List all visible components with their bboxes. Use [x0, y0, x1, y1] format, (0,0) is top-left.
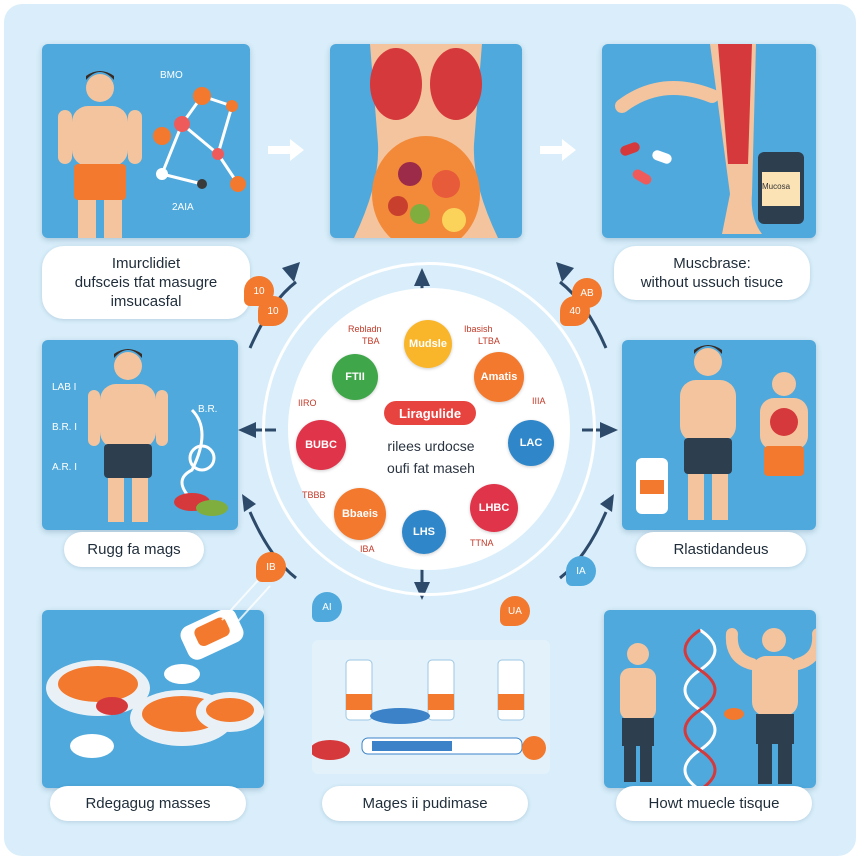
- side-mark-1: LAB I: [52, 382, 77, 393]
- molecule-label-bottom: 2AIA: [172, 202, 194, 213]
- man-with-molecule-illustration: [58, 71, 246, 238]
- panel-man-pills: LAB I B.R. I A.R. I B.R.: [42, 340, 238, 530]
- hub-mark-6: IIIA: [532, 396, 546, 406]
- side-mark-3: A.R. I: [52, 462, 78, 473]
- hub-node-lower-left-text: Bbaeis: [341, 508, 379, 520]
- hub-node-bottom: LHS: [402, 510, 446, 554]
- hub-node-upper-left: FTII: [332, 354, 378, 400]
- tablets-illustration: [46, 610, 264, 758]
- side-mark-2: B.R. I: [52, 422, 78, 433]
- tag-left-lower-a: IB: [256, 552, 286, 582]
- caption-bottom-right-text: Howt muecle tisque: [648, 795, 780, 812]
- panel-two-men: [622, 340, 816, 530]
- hub-node-left: BUBC: [296, 420, 346, 470]
- tag-right-lower-b-text: UA: [508, 605, 522, 617]
- caption-bottom-left: Rdegagug masses: [50, 786, 246, 821]
- hub-node-lower-right-text: LHBC: [478, 502, 510, 514]
- panel-leg: Mucosa: [602, 44, 816, 238]
- tag-right-lower-a-text: IA: [576, 565, 586, 577]
- torso-organs-illustration: [354, 44, 498, 238]
- caption-top-right: Muscbrase: without ussuch tisuce: [614, 246, 810, 300]
- caption-top-left-line3: imsucasfal: [110, 293, 182, 310]
- hub-node-left-text: BUBC: [305, 439, 337, 451]
- hub-mark-8: IBA: [360, 544, 375, 554]
- vials-syringe-illustration: [312, 659, 546, 760]
- caption-top-left-line1: Imurclidiet: [111, 255, 181, 272]
- dna-muscle-illustration: [620, 628, 816, 788]
- tag-left-upper-a-text: 10: [253, 285, 265, 297]
- two-men-illustration: [636, 345, 808, 520]
- panel-molecule: BMO 2AIA: [42, 44, 250, 238]
- caption-bottom-right: Howt muecle tisque: [616, 786, 812, 821]
- caption-middle-right: Rlastidandeus: [636, 532, 806, 567]
- panel-dna: [604, 610, 816, 788]
- caption-top-left: Imurclidiet dufsceis tfat masugre imsuca…: [42, 246, 250, 319]
- panel-vials: [312, 640, 550, 774]
- jar-label: Mucosa: [762, 182, 791, 191]
- tag-left-lower-a-text: IB: [266, 561, 276, 573]
- hub-mark-4: LTBA: [478, 336, 500, 346]
- caption-top-left-line2: dufsceis tfat masugre: [74, 274, 218, 291]
- center-text-line1: rilees urdocse: [387, 438, 475, 454]
- caption-top-right-line1: Muscbrase:: [673, 255, 751, 272]
- tag-left-upper-b-text: 10: [267, 305, 279, 317]
- hub-node-top-text: Mudsle: [409, 338, 447, 350]
- caption-bottom-center: Mages ii pudimase: [322, 786, 528, 821]
- tag-right-upper-b: 40: [560, 296, 590, 326]
- center-text: rilees urdocse oufi fat maseh: [336, 435, 526, 479]
- hub-mark-5: IIRO: [298, 398, 317, 408]
- panel-torso: [330, 44, 522, 238]
- caption-top-right-line2: without ussuch tisuce: [640, 274, 784, 291]
- hub-node-bottom-text: LHS: [413, 526, 435, 538]
- panel-tablets: [42, 610, 264, 788]
- center-text-line2: oufi fat maseh: [387, 460, 475, 476]
- leg-muscle-illustration: [615, 44, 804, 234]
- caption-bottom-center-text: Mages ii pudimase: [362, 795, 488, 812]
- man-pills-illustration: [88, 349, 228, 522]
- hub-node-upper-right-text: Amatis: [480, 371, 518, 383]
- caption-middle-left: Rugg fa mags: [64, 532, 204, 567]
- tag-right-lower-b: UA: [500, 596, 530, 626]
- hub-mark-9: TTNA: [470, 538, 494, 548]
- tag-left-upper-b: 10: [258, 296, 288, 326]
- hub-node-lower-left: Bbaeis: [334, 488, 386, 540]
- hub-node-right-text: LAC: [519, 437, 543, 449]
- hub-node-lower-right: LHBC: [470, 484, 518, 532]
- hub-node-upper-left-text: FTII: [345, 371, 365, 383]
- hub-node-right: LAC: [508, 420, 554, 466]
- hub-outer-ring: [262, 262, 596, 596]
- tag-left-lower-b-text: AI: [322, 601, 332, 613]
- center-badge: Liragulide: [384, 401, 476, 425]
- molecule-label-top: BMO: [160, 70, 183, 81]
- tag-left-lower-b: AI: [312, 592, 342, 622]
- tag-right-upper-a-text: AB: [580, 287, 594, 299]
- caption-bottom-left-text: Rdegagug masses: [85, 795, 211, 812]
- hub-node-upper-right: Amatis: [474, 352, 524, 402]
- side-mark-4: B.R.: [198, 404, 218, 415]
- tag-right-lower-a: IA: [566, 556, 596, 586]
- tag-right-upper-b-text: 40: [569, 305, 581, 317]
- hub-node-top: Mudsle: [404, 320, 452, 368]
- hub-mark-3: Ibasish: [464, 324, 493, 334]
- caption-middle-left-text: Rugg fa mags: [87, 541, 181, 558]
- hub-mark-2: TBA: [362, 336, 380, 346]
- hub-mark-1: Rebladn: [348, 324, 382, 334]
- hub-mark-7: TBBB: [302, 490, 326, 500]
- caption-middle-right-text: Rlastidandeus: [673, 541, 769, 558]
